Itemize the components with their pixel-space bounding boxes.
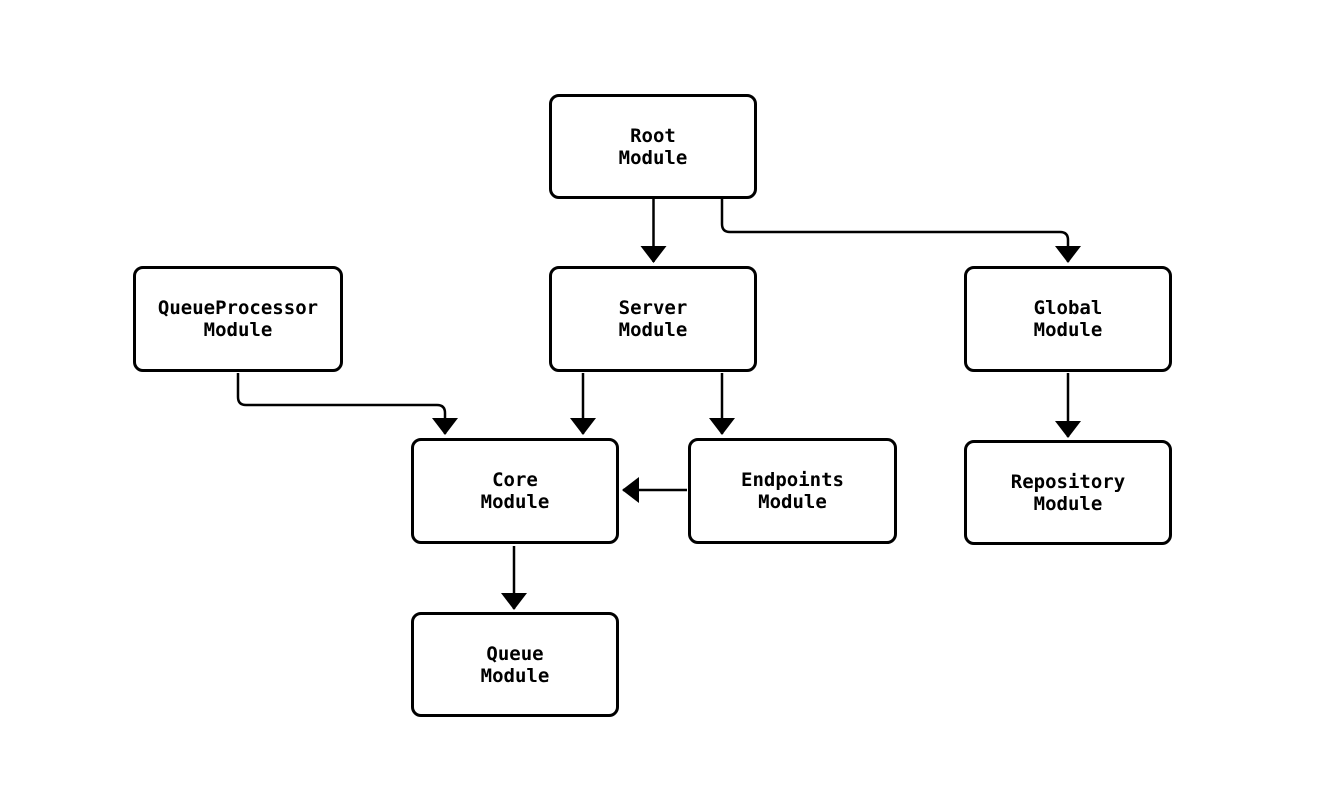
node-queueprocessor-module: QueueProcessor Module — [133, 266, 343, 372]
node-queueprocessor-module-label: QueueProcessor Module — [157, 297, 319, 341]
node-queue-module-label: Queue Module — [480, 642, 550, 687]
node-repository-module-label: Repository Module — [1010, 470, 1126, 515]
node-repository-module: Repository Module — [964, 440, 1172, 545]
node-root-module-label: Root Module — [618, 124, 688, 169]
node-endpoints-module-label: Endpoints Module — [741, 469, 844, 513]
node-server-module: Server Module — [549, 266, 757, 372]
node-core-module: Core Module — [411, 438, 619, 544]
node-server-module-label: Server Module — [618, 297, 688, 341]
edge-queueprocessor-to-core — [236, 373, 458, 435]
node-queue-module: Queue Module — [411, 612, 619, 717]
node-global-module: Global Module — [964, 266, 1172, 372]
node-endpoints-module: Endpoints Module — [688, 438, 897, 544]
node-global-module-label: Global Module — [1033, 297, 1103, 341]
node-core-module-label: Core Module — [480, 469, 550, 513]
edge-root-to-global — [720, 199, 1081, 263]
node-root-module: Root Module — [549, 94, 757, 199]
